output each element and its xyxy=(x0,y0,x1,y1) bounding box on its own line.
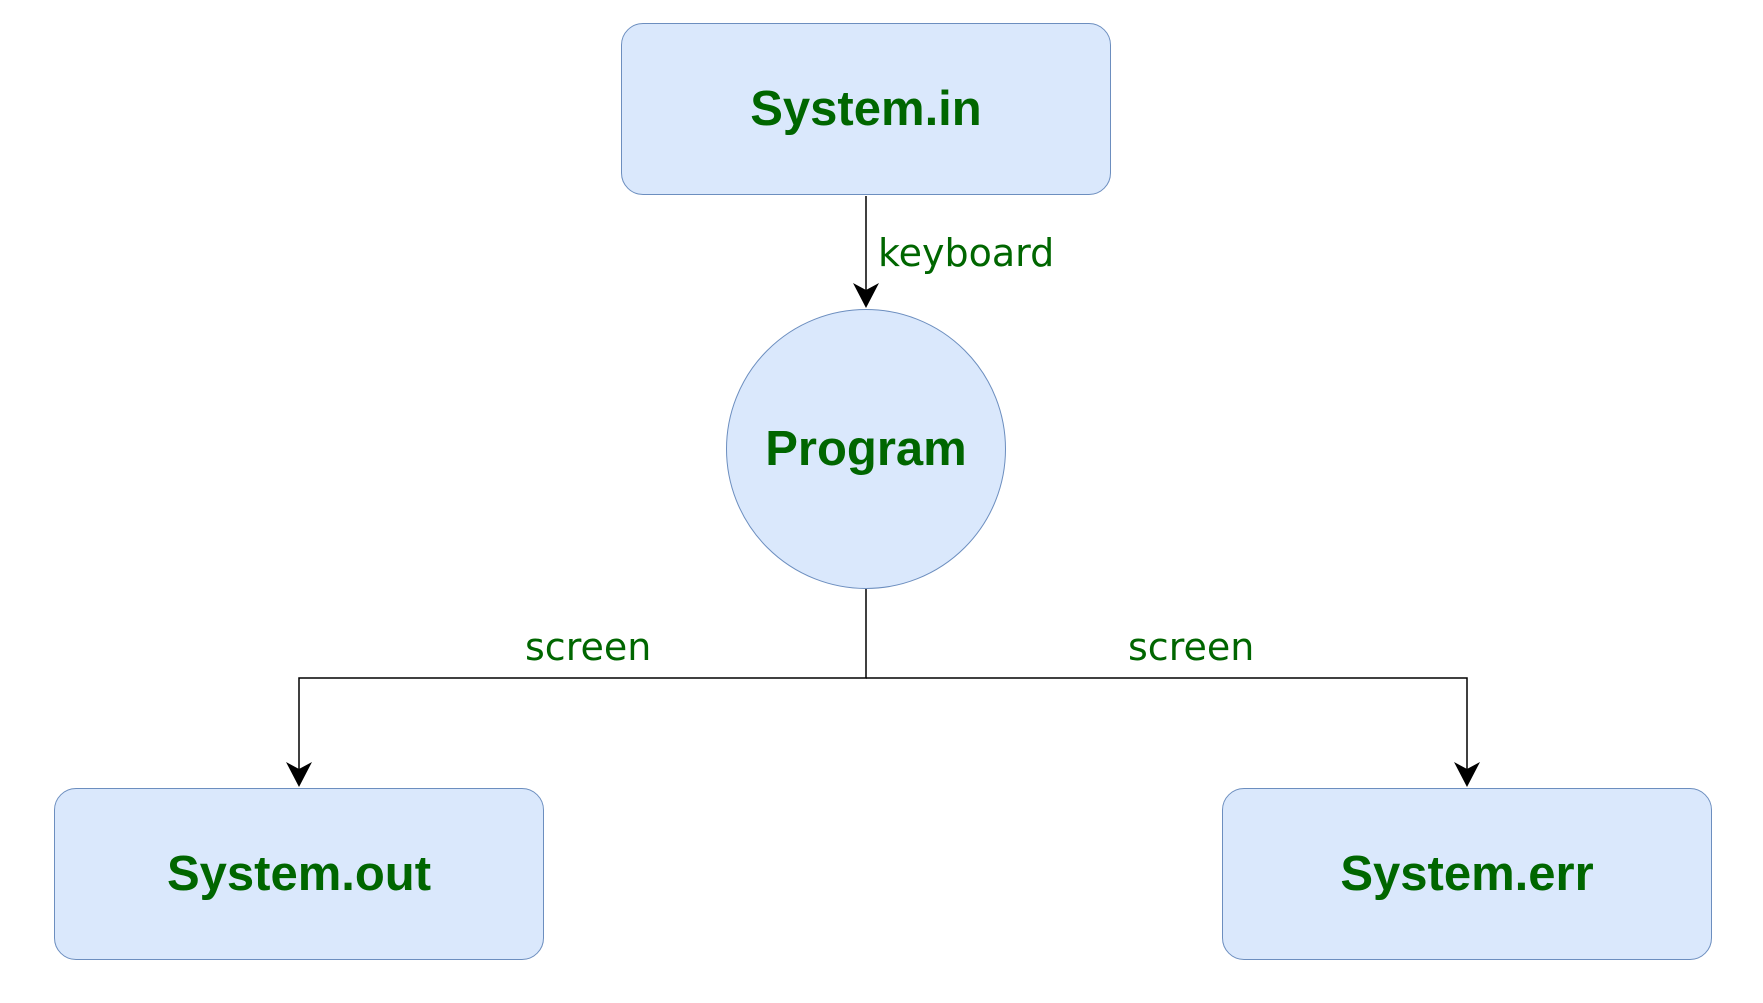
edge-label-keyboard: keyboard xyxy=(878,231,1055,275)
arrow-down-icon xyxy=(1454,762,1480,787)
edge-input-to-program xyxy=(853,196,879,308)
node-program: Program xyxy=(726,309,1006,589)
node-system-out-label: System.out xyxy=(166,847,432,901)
node-system-err-label: System.err xyxy=(1340,847,1594,901)
node-program-label: Program xyxy=(765,422,967,476)
arrow-down-icon xyxy=(286,762,312,787)
arrow-down-icon xyxy=(853,283,879,308)
edge-program-to-error xyxy=(866,677,1480,787)
node-system-in: System.in xyxy=(621,23,1111,195)
node-system-err: System.err xyxy=(1222,788,1712,960)
edge-label-screen-error: screen xyxy=(1128,625,1255,669)
edge-label-screen-output: screen xyxy=(525,625,652,669)
node-system-out: System.out xyxy=(54,788,544,960)
node-system-in-label: System.in xyxy=(750,82,982,136)
edge-program-to-output xyxy=(286,589,867,787)
